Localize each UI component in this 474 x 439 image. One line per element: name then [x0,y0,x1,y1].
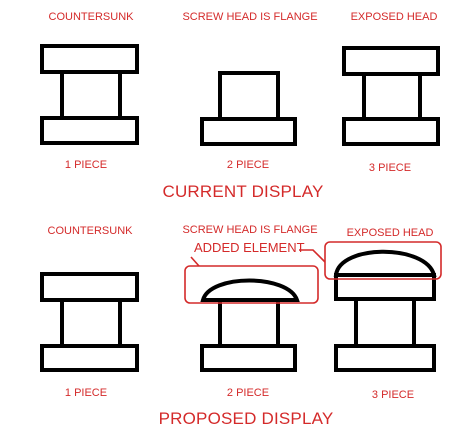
proposed-exposed-bottom-plate [334,344,436,372]
current-exposed-bottom-plate [342,117,440,146]
highlight-box-exposed-head [324,241,442,280]
current-flange-shank [218,71,280,121]
added-element-callout: ADDED ELEMENT [194,240,305,255]
proposed-flange-bottom-plate [200,344,297,372]
current-heading-flange: SCREW HEAD IS FLANGE [182,11,318,23]
current-countersunk-top-plate [40,44,139,74]
proposed-display-title: PROPOSED DISPLAY [158,409,334,428]
current-countersunk-bottom-plate [40,116,139,145]
proposed-exposed-dome-head [333,249,437,277]
current-countersunk-shank [60,70,122,120]
current-display-title: CURRENT DISPLAY [162,182,324,201]
proposed-countersunk-shank [60,298,122,348]
current-exposed-shank [362,72,422,121]
proposed-countersunk-fastener [40,272,139,372]
highlight-box-flange-head [184,265,319,304]
proposed-heading-countersunk: COUNTERSUNK [47,225,133,237]
proposed-caption-3-piece: 3 PIECE [371,389,415,401]
current-flange-fastener [200,71,297,146]
callout-connector-left [190,256,200,267]
current-heading-countersunk: COUNTERSUNK [48,11,134,23]
proposed-exposed-shank [354,297,416,348]
current-flange-bottom-plate [200,117,297,146]
current-heading-exposed: EXPOSED HEAD [350,11,438,23]
proposed-caption-2-piece: 2 PIECE [226,387,270,399]
current-countersunk-fastener [40,44,139,145]
proposed-caption-1-piece: 1 PIECE [64,387,108,399]
current-caption-2-piece: 2 PIECE [226,159,270,171]
proposed-exposed-fastener [333,249,437,372]
proposed-heading-flange: SCREW HEAD IS FLANGE [182,224,318,236]
proposed-countersunk-bottom-plate [40,344,139,372]
proposed-flange-shank [218,298,280,348]
proposed-countersunk-top-plate [40,272,139,302]
current-caption-3-piece: 3 PIECE [368,162,412,174]
callout-connector-line [299,249,326,263]
proposed-heading-exposed: EXPOSED HEAD [346,227,434,239]
current-caption-1-piece: 1 PIECE [64,159,108,171]
proposed-flange-fastener [200,278,300,372]
proposed-flange-dome-head [200,278,300,302]
current-exposed-fastener [342,46,440,146]
current-exposed-top-plate [342,46,440,76]
